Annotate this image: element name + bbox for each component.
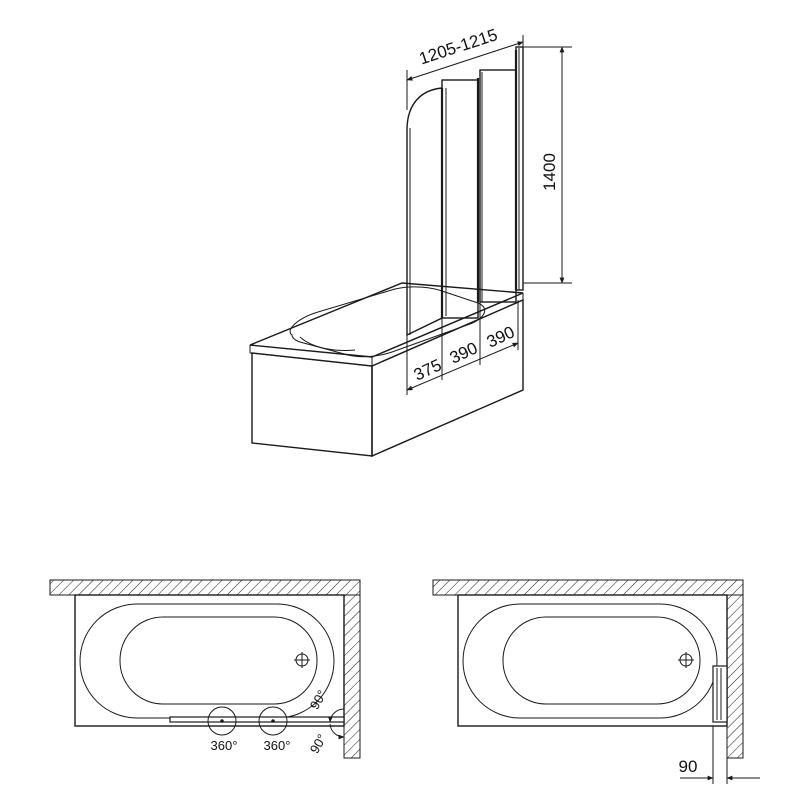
tub-basin bbox=[502, 616, 701, 705]
rotation-circle-1 bbox=[207, 706, 237, 736]
dimension-panel-widths: 375 390 390 bbox=[406, 300, 519, 395]
drain-icon bbox=[294, 652, 310, 668]
overall-width-label: 1205-1215 bbox=[417, 25, 500, 68]
rotation-label-2: 360° bbox=[264, 738, 291, 753]
angle-bottom-label: 90° bbox=[307, 731, 330, 756]
panel-width-2: 390 bbox=[447, 338, 481, 367]
tub-outline bbox=[74, 594, 345, 727]
rotation-circle-2 bbox=[258, 706, 288, 736]
wall-top-hatch bbox=[432, 579, 744, 596]
dimension-height: 1400 bbox=[523, 46, 572, 284]
rotation-label-1: 360° bbox=[211, 738, 238, 753]
panel-width-3: 390 bbox=[484, 322, 518, 351]
bathtub-3d-view: 1205-1215 1400 375 390 390 bbox=[249, 25, 572, 458]
plan-view-rotating: 90° 90° 360° 360° bbox=[49, 579, 361, 759]
plan-view-folded: 90 bbox=[432, 579, 760, 784]
wall-top-hatch bbox=[49, 579, 361, 596]
panel-width-1: 375 bbox=[411, 355, 445, 384]
drain-icon bbox=[678, 652, 694, 668]
clearance-label: 90 bbox=[679, 757, 698, 776]
wall-right-hatch bbox=[726, 594, 744, 759]
tub-outline bbox=[457, 594, 728, 727]
dimension-overall-width: 1205-1215 bbox=[406, 25, 524, 110]
height-label: 1400 bbox=[540, 153, 559, 191]
shower-screen bbox=[406, 46, 524, 337]
screen-panel-2 bbox=[441, 79, 479, 319]
tub-basin bbox=[119, 616, 318, 705]
bathtub-body bbox=[249, 282, 524, 458]
screen-panel-3 bbox=[479, 69, 517, 303]
folded-screen bbox=[169, 716, 345, 723]
screen-panel-1 bbox=[406, 87, 443, 337]
tub-rim bbox=[462, 603, 718, 719]
folded-screen-stack bbox=[712, 665, 728, 723]
wall-right-hatch bbox=[343, 594, 361, 759]
